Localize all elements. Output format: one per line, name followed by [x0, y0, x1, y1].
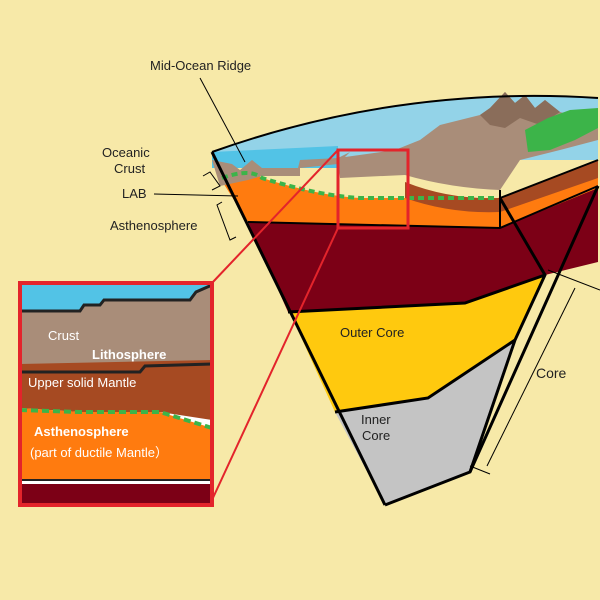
inner-core-region	[335, 340, 515, 505]
lab-label: LAB	[122, 186, 147, 201]
dome-edge	[211, 94, 599, 153]
core-label: Core	[536, 365, 567, 381]
lower-mantle	[248, 186, 598, 312]
inset-asthenosphere	[20, 408, 212, 480]
asthenosphere-label: Asthenosphere	[110, 218, 197, 233]
mid-ocean-ridge-label: Mid-Ocean Ridge	[150, 58, 251, 73]
zoom-inset: Crust Lithosphere Upper solid Mantle Ast…	[18, 281, 214, 507]
asthenosphere-bracket	[216, 201, 237, 241]
mountain-ridges	[480, 92, 560, 128]
oceanic-crust-bracket	[202, 171, 221, 191]
inset-asthenosphere-label: Asthenosphere	[34, 424, 129, 439]
mid-ocean-ridge-leader	[199, 77, 246, 163]
inset-crust-label: Crust	[48, 328, 79, 343]
core-bracket-line	[486, 287, 576, 467]
zoom-connector-bottom	[211, 227, 339, 501]
core-bracket-bottom	[469, 465, 491, 475]
inset-frame	[18, 281, 214, 507]
earth-wedge	[210, 92, 600, 507]
outer-core-label: Outer Core	[340, 325, 404, 340]
mantle-core-boundary	[287, 273, 546, 314]
inner-core-label-line1: Inner	[361, 412, 391, 427]
zoom-connector-top	[211, 149, 339, 284]
inset-seafloor-line	[20, 283, 213, 313]
inset-ductile-label: (part of ductile Mantle）	[30, 445, 168, 460]
asthenosphere-band	[220, 160, 598, 228]
inset-lithosphere-label: Lithosphere	[92, 347, 166, 362]
oceanic-crust-layer	[212, 152, 350, 186]
zoom-highlight-box	[336, 148, 410, 230]
inset-crust	[20, 285, 212, 372]
vegetation	[525, 108, 598, 152]
wedge-left-edge	[210, 151, 387, 506]
wedge-fold-line	[468, 197, 547, 473]
inset-crust-boundary	[20, 362, 213, 374]
crust-label: Crust	[114, 161, 145, 176]
inner-core-label-line2: Core	[362, 428, 390, 443]
inset-lower-mantle	[20, 484, 212, 505]
oceanic-label: Oceanic	[102, 145, 150, 160]
inset-upper-mantle-label: Upper solid Mantle	[28, 375, 136, 390]
outer-core-band	[290, 275, 545, 412]
inner-outer-core-boundary	[334, 338, 516, 414]
crust-right-boundary	[499, 159, 599, 199]
core-bracket-top	[547, 269, 600, 291]
inset-upper-mantle	[20, 360, 212, 420]
lab-boundary-line	[221, 171, 498, 200]
inset-lab-line	[19, 408, 213, 430]
lab-leader	[153, 193, 239, 197]
